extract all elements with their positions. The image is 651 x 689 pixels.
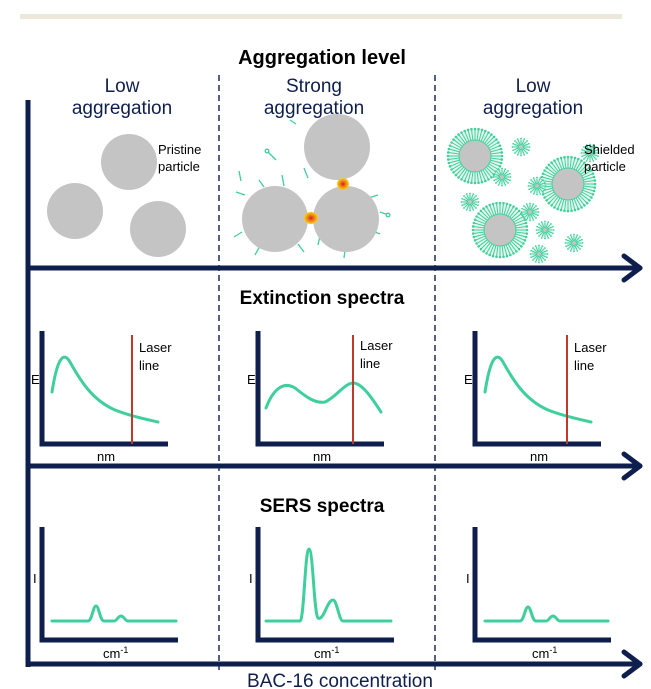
- pristine-particle: [47, 183, 103, 239]
- laser-label-1-line2: line: [139, 358, 159, 373]
- extinction-heading: Extinction spectra: [240, 288, 405, 309]
- pristine-particle: [130, 201, 186, 257]
- extinction-x-label-2: nm: [313, 449, 331, 464]
- aggregation-level-heading: Aggregation level: [238, 47, 406, 69]
- hotspot: [337, 178, 349, 190]
- laser-label-2-line1: Laser: [360, 338, 393, 353]
- extinction-curve-2: [264, 381, 383, 414]
- micelle: [460, 192, 480, 212]
- extinction-axes-3: [472, 331, 601, 447]
- bac16-concentration-label: BAC-16 concentration: [247, 671, 433, 689]
- col3-label-line1: Low: [516, 76, 551, 97]
- micelle: [520, 202, 540, 222]
- col1-label-line1: Low: [105, 76, 140, 97]
- laser-label-2-line2: line: [360, 356, 380, 371]
- pristine-label-line2: particle: [158, 159, 200, 174]
- sers-x-label-2: cm-1: [314, 645, 339, 661]
- laser-label-1-line1: Laser: [139, 340, 172, 355]
- laser-label-3-line1: Laser: [574, 340, 607, 355]
- pristine-label-line1: Pristine: [158, 142, 201, 157]
- shielded-particle: [446, 127, 504, 185]
- shielded-particle: [471, 201, 529, 259]
- top-rule: [20, 14, 622, 19]
- shielded-label-line1: Shielded: [584, 142, 635, 157]
- extinction-y-label-2: E: [247, 372, 256, 387]
- extinction-curve-1: [50, 355, 160, 424]
- micelle: [511, 137, 531, 157]
- col2-label-line2: aggregation: [264, 98, 364, 119]
- extinction-x-label-3: nm: [530, 449, 548, 464]
- micelle: [529, 244, 549, 264]
- shielded-label-line2: particle: [584, 159, 626, 174]
- aggregated-particle: [304, 114, 370, 180]
- shielded-particles: [446, 127, 600, 264]
- arrow-3-head: [621, 649, 643, 679]
- micelle: [564, 233, 584, 253]
- sers-x-label-3: cm-1: [532, 645, 557, 661]
- sers-axes-1: [39, 527, 178, 643]
- col2-label-line1: Strong: [286, 76, 342, 97]
- sers-axes-3: [472, 527, 611, 643]
- extinction-axes-2: [255, 331, 384, 447]
- aggregated-particle: [313, 186, 379, 252]
- extinction-y-label-3: E: [464, 372, 473, 387]
- extinction-curve-3: [483, 355, 593, 424]
- col3-label-line2: aggregation: [483, 98, 583, 119]
- sers-spectrum-3: [483, 605, 610, 623]
- hotspot: [304, 212, 318, 224]
- micelle: [535, 220, 555, 240]
- sers-axes-2: [255, 527, 394, 643]
- micelle: [527, 176, 547, 196]
- micelle: [580, 143, 600, 163]
- sers-y-label-3: I: [466, 571, 470, 586]
- sers-spectrum-2: [264, 547, 393, 623]
- shielded-particle: [539, 155, 597, 213]
- micelle: [492, 167, 512, 187]
- pristine-particle: [101, 134, 157, 190]
- sers-spectrum-1: [50, 604, 178, 623]
- arrow-1-head: [621, 253, 643, 283]
- aggregated-particle: [242, 186, 308, 252]
- col1-label-line2: aggregation: [72, 98, 172, 119]
- extinction-y-label-1: E: [31, 372, 40, 387]
- sers-heading: SERS spectra: [260, 496, 385, 517]
- extinction-axes-1: [39, 331, 168, 447]
- laser-label-3-line2: line: [574, 358, 594, 373]
- arrow-2-head: [621, 451, 643, 481]
- sers-y-label-2: I: [249, 571, 253, 586]
- sers-y-label-1: I: [33, 571, 37, 586]
- sers-x-label-1: cm-1: [103, 645, 128, 661]
- extinction-x-label-1: nm: [97, 449, 115, 464]
